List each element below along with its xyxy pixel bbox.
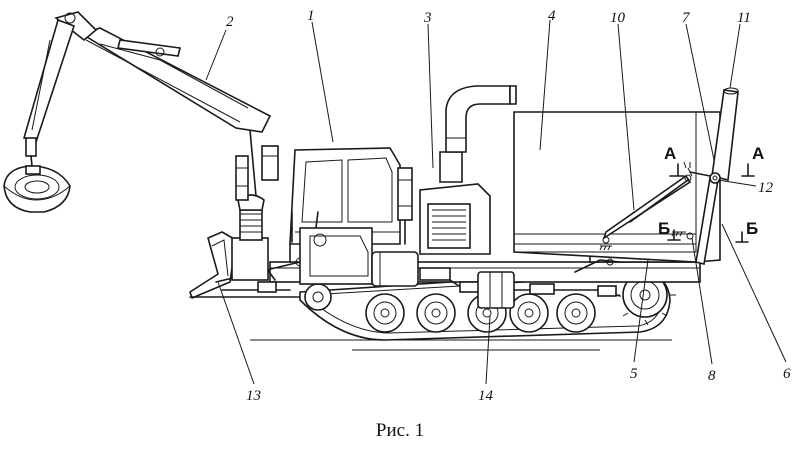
exhaust-pipe-small [397,167,413,245]
section-mark-b-right: Б [746,219,758,238]
label-7: 7 [682,10,691,26]
engine-block [299,227,419,287]
callout-labels: 1 2 3 4 5 6 7 8 10 11 12 13 14 [226,8,791,404]
label-11: 11 [737,10,751,26]
section-marks: А А Б Б [658,144,764,243]
label-2: 2 [226,14,234,30]
section-mark-a-right: А [752,144,764,163]
label-5: 5 [630,366,638,382]
label-3: 3 [423,10,432,26]
ground-lines [189,296,672,351]
road-wheels [304,283,596,333]
figure-caption: Рис. 1 [375,420,425,441]
label-13: 13 [246,388,261,404]
crane-boom [23,11,272,167]
drive-shaft [419,267,621,309]
chipper-unit [419,85,517,255]
crane-column [231,117,279,281]
label-1: 1 [307,8,315,24]
label-14: 14 [478,388,494,404]
cab [289,147,401,263]
label-10: 10 [610,10,626,26]
grapple [3,165,71,213]
section-mark-b-left: Б [658,219,670,238]
leader-lines [205,19,787,385]
label-8: 8 [708,368,716,384]
label-12: 12 [758,180,774,196]
lock-mechanism [671,161,694,240]
drive-sprocket [614,264,676,326]
chip-container [513,111,721,263]
hydraulic-cylinder [599,174,692,251]
section-mark-a-left: А [664,144,676,163]
label-4: 4 [548,8,556,24]
label-6: 6 [783,366,791,382]
